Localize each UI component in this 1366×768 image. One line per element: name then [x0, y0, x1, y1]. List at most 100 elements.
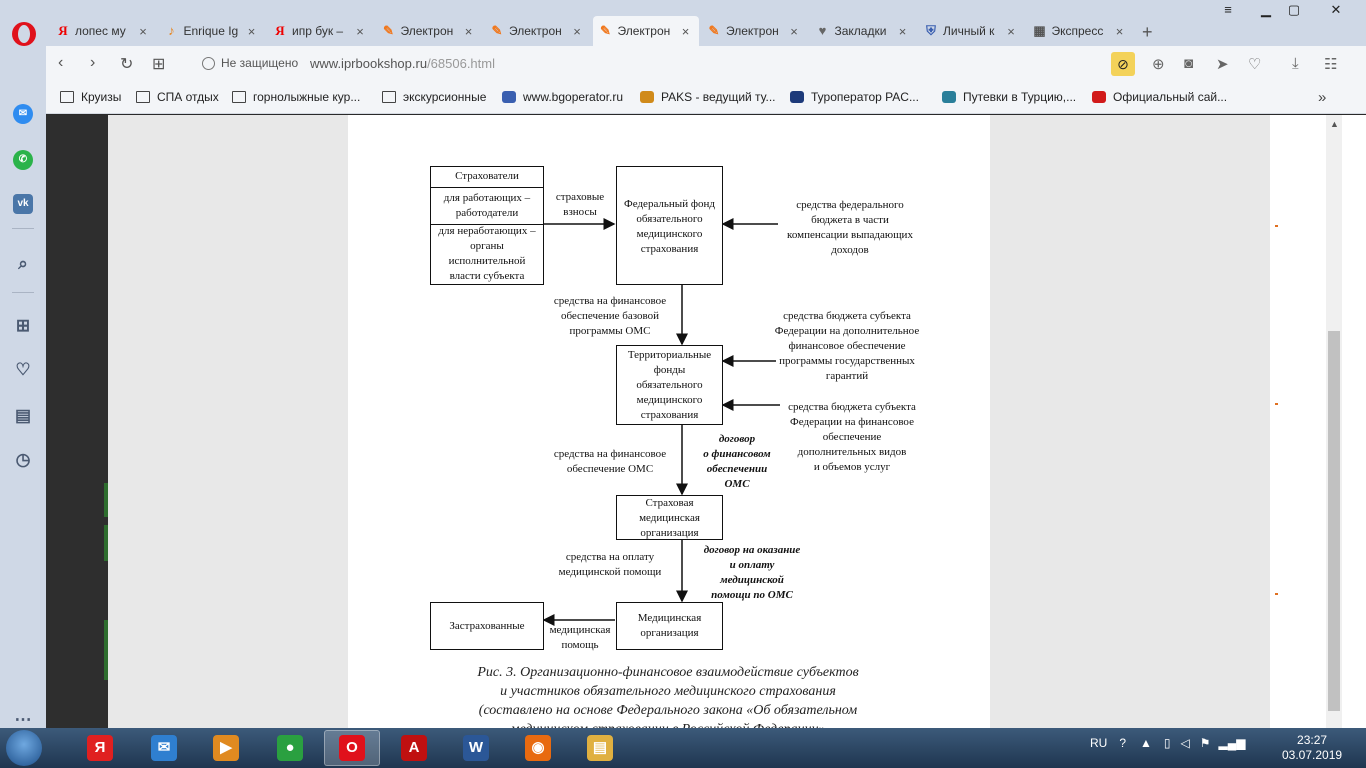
tab-label: Личный к: [943, 24, 995, 38]
tab-menu-icon[interactable]: ≡: [1224, 2, 1232, 17]
close-window-button[interactable]: ✕: [1330, 2, 1342, 17]
url-host: www.iprbookshop.ru: [310, 56, 428, 71]
maximize-button[interactable]: ▢: [1287, 2, 1301, 17]
vk-icon[interactable]: vk: [13, 194, 33, 214]
scroll-up-arrow-icon[interactable]: ▲: [1330, 119, 1339, 129]
decorative-stripe: [104, 525, 108, 561]
tab[interactable]: ✎Электрон×: [484, 16, 590, 46]
site-security-indicator[interactable]: Не защищено: [202, 56, 298, 70]
tab[interactable]: ⛨Личный к×: [918, 16, 1024, 46]
taskbar-app[interactable]: ◉: [510, 730, 566, 766]
payment-label: средства на оплату медицинской помощи: [558, 551, 662, 578]
tab-close-icon[interactable]: ×: [573, 23, 581, 39]
speed-dial-icon[interactable]: ⊞: [15, 316, 31, 335]
opera-sidebar: ✉ ✆ vk ⌕ ⊞ ♡ ▤ ◷ ⋯: [0, 46, 46, 729]
bookmark-item[interactable]: Путевки в Турцию,...: [942, 90, 1076, 104]
bookmark-item[interactable]: СПА отдых: [136, 90, 219, 104]
minimize-button[interactable]: ▁: [1261, 2, 1271, 17]
downloads-icon[interactable]: ⤓: [1292, 55, 1299, 72]
tab[interactable]: ♪ Enrique Ig ×: [159, 16, 265, 46]
taskbar-app[interactable]: ✉: [136, 730, 192, 766]
speed-dial-grid-icon[interactable]: ⊞: [152, 56, 166, 73]
search-icon[interactable]: ⌕: [18, 254, 28, 273]
zoom-icon[interactable]: ⊕: [1152, 56, 1165, 73]
network-icon[interactable]: ▯: [1163, 736, 1171, 750]
history-clock-icon[interactable]: ◷: [15, 450, 31, 469]
bookmark-item[interactable]: www.bgoperator.ru: [502, 90, 623, 104]
taskbar-app[interactable]: ●: [262, 730, 318, 766]
tab[interactable]: ✎Электрон×: [592, 16, 699, 46]
start-button[interactable]: [6, 730, 42, 766]
tab[interactable]: ▦Экспресс×: [1027, 16, 1133, 46]
signal-icon[interactable]: ▂▄▆: [1218, 736, 1246, 750]
url-field[interactable]: www.iprbookshop.ru/68506.html: [310, 56, 495, 71]
volume-icon[interactable]: ◁: [1180, 736, 1190, 750]
music-icon: ♪: [168, 23, 175, 38]
scrollbar-thumb[interactable]: [1328, 331, 1340, 711]
tab[interactable]: ♥Закладки×: [810, 16, 916, 46]
taskbar-app[interactable]: O: [324, 730, 380, 766]
acrobat-icon: A: [401, 735, 427, 761]
help-icon[interactable]: ?: [1119, 736, 1127, 750]
clock[interactable]: 23:27 03.07.2019: [1282, 733, 1342, 763]
tab-close-icon[interactable]: ×: [1007, 23, 1015, 39]
bookmark-item[interactable]: Туроператор PAC...: [790, 90, 919, 104]
language-indicator[interactable]: RU: [1090, 736, 1108, 750]
tab-label: лопес му: [75, 24, 126, 38]
news-icon[interactable]: ▤: [14, 406, 32, 425]
bookmarks-heart-icon[interactable]: ♡: [15, 360, 31, 379]
bookmark-label: Туроператор PAC...: [811, 90, 919, 104]
send-icon[interactable]: ➤: [1216, 56, 1229, 73]
taskbar-app[interactable]: ▤: [572, 730, 628, 766]
folder-icon: [232, 91, 246, 103]
tab-close-icon[interactable]: ×: [790, 23, 798, 39]
system-tray: RU ? ▲ ▯ ◁ ⚑ ▂▄▆: [1090, 736, 1246, 750]
bookmarks-bar: Круизы СПА отдых горнолыжные кур... экскурс…: [46, 82, 1366, 114]
forward-icon[interactable]: ›: [90, 54, 96, 71]
tab-close-icon[interactable]: ×: [681, 23, 690, 39]
new-tab-plus-icon[interactable]: +: [1142, 22, 1153, 42]
tab-close-icon[interactable]: ×: [464, 23, 473, 39]
bookmark-heart-icon[interactable]: ♡: [1248, 56, 1262, 73]
tab[interactable]: ✎Электрон×: [701, 16, 807, 46]
insurers-working: для работающих – работодатели: [443, 192, 531, 219]
pen-icon: ✎: [600, 23, 611, 38]
tab-close-icon[interactable]: ×: [356, 23, 364, 39]
more-bookmarks-chevron-icon[interactable]: »: [1318, 89, 1327, 106]
ad-block-icon[interactable]: ⊘: [1111, 52, 1135, 76]
taskbar-app[interactable]: A: [386, 730, 442, 766]
tab-close-icon[interactable]: ×: [247, 23, 256, 39]
taskbar-app[interactable]: W: [448, 730, 504, 766]
show-hidden-icons-icon[interactable]: ▲: [1140, 736, 1152, 750]
explorer-icon: ▤: [587, 735, 613, 761]
regional-budget-additional-label: средства бюджета субъекта Федерации на ф…: [788, 401, 916, 473]
taskbar-app[interactable]: Я: [72, 730, 128, 766]
clock-date: 03.07.2019: [1282, 748, 1343, 762]
bookmark-label: экскурсионные: [403, 90, 487, 104]
word-icon: W: [463, 735, 489, 761]
tab-close-icon[interactable]: ×: [1115, 23, 1124, 39]
tab[interactable]: ✎Электрон×: [376, 16, 482, 46]
bookmark-item[interactable]: PAKS - ведущий ту...: [640, 90, 776, 104]
bookmark-item[interactable]: горнолыжные кур...: [232, 90, 360, 104]
reload-icon[interactable]: ↻: [120, 56, 134, 73]
tab-close-icon[interactable]: ×: [898, 23, 907, 39]
messenger-icon[interactable]: ✉: [13, 104, 33, 124]
insurers-divider: [431, 187, 543, 188]
snapshot-camera-icon[interactable]: ◙: [1184, 55, 1194, 72]
sidebar-more-icon[interactable]: ⋯: [14, 710, 32, 729]
flag-icon[interactable]: ⚑: [1199, 736, 1211, 750]
whatsapp-icon[interactable]: ✆: [13, 150, 33, 170]
bookmark-item[interactable]: экскурсионные: [382, 90, 486, 104]
tab-close-icon[interactable]: ×: [139, 23, 147, 39]
taskbar-app[interactable]: ▶: [198, 730, 254, 766]
tab-label: Enrique Ig: [183, 24, 239, 38]
bookmark-item[interactable]: Круизы: [60, 90, 121, 104]
opera-menu-icon[interactable]: [12, 22, 36, 46]
page-scrollbar[interactable]: ▲: [1326, 115, 1342, 728]
bookmark-item[interactable]: Официальный сай...: [1092, 90, 1227, 104]
easy-setup-icon[interactable]: ☷: [1324, 56, 1338, 73]
back-icon[interactable]: ‹: [58, 54, 64, 71]
